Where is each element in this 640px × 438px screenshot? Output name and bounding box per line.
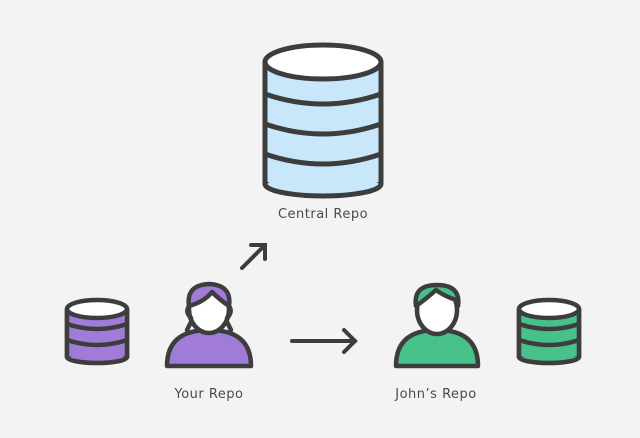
central-repo-database-icon bbox=[262, 42, 384, 199]
your-repo-person-icon bbox=[164, 281, 254, 369]
arrow-right-icon bbox=[290, 328, 358, 354]
your-repo-label: Your Repo bbox=[174, 387, 244, 402]
john-repo-person-icon bbox=[393, 282, 481, 369]
central-repo-label: Central Repo bbox=[277, 207, 369, 222]
john-repo-label: John’s Repo bbox=[395, 387, 477, 402]
john-repo-database-icon bbox=[516, 297, 582, 366]
arrow-up-right-icon bbox=[240, 243, 267, 270]
your-repo-database-icon bbox=[64, 297, 130, 366]
